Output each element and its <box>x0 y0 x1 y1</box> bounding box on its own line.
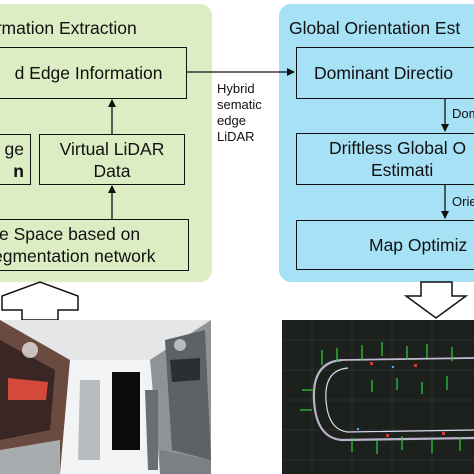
driftless-global-orientation-line2: Estimati <box>371 160 434 180</box>
partial-left-box-line1: ge <box>4 138 24 159</box>
driftless-global-orientation-box: Driftless Global O Estimati <box>296 133 474 185</box>
map-optimization-box: Map Optimiz <box>296 220 474 270</box>
dominant-direction-label: Dominant Directio <box>314 63 454 83</box>
virtual-lidar-data-box: Virtual LiDAR Data <box>39 134 185 185</box>
global-orientation-title: Global Orientation Est <box>289 18 461 38</box>
partial-left-box-line2: n <box>13 160 24 181</box>
fisheye-camera-image <box>0 320 211 474</box>
segmentation-network-box: e Space based on egmentation network <box>0 219 189 271</box>
driftless-global-orientation-line1: Driftless Global O <box>329 138 467 158</box>
segmentation-network-line2: egmentation network <box>0 246 156 266</box>
connector-label-hybrid: Hybrid <box>217 81 255 96</box>
dominant-direction-box: Dominant Directio <box>296 47 474 99</box>
hybrid-edge-information-label: d Edge Information <box>14 63 163 83</box>
information-extraction-title: ormation Extraction <box>0 18 137 38</box>
connector-label-edge: edge <box>217 113 246 128</box>
segmentation-network-line1: e Space based on <box>0 224 141 244</box>
orientation-edge-label: Orie <box>452 194 474 209</box>
connector-label-lidar: LiDAR <box>217 129 255 144</box>
point-cloud-map-image <box>282 320 474 474</box>
right-big-down-arrow <box>403 281 469 319</box>
virtual-lidar-data-line2: Data <box>93 160 131 181</box>
virtual-lidar-data-line1: Virtual LiDAR <box>59 138 165 159</box>
partial-left-box: ge n <box>0 134 31 185</box>
dominant-direction-edge-label: Dom <box>452 106 474 121</box>
connector-label-sematic: sematic <box>217 97 262 112</box>
left-big-up-arrow <box>1 281 79 321</box>
hybrid-edge-information-box: d Edge Information <box>0 47 187 99</box>
map-optimization-label: Map Optimiz <box>369 235 468 255</box>
